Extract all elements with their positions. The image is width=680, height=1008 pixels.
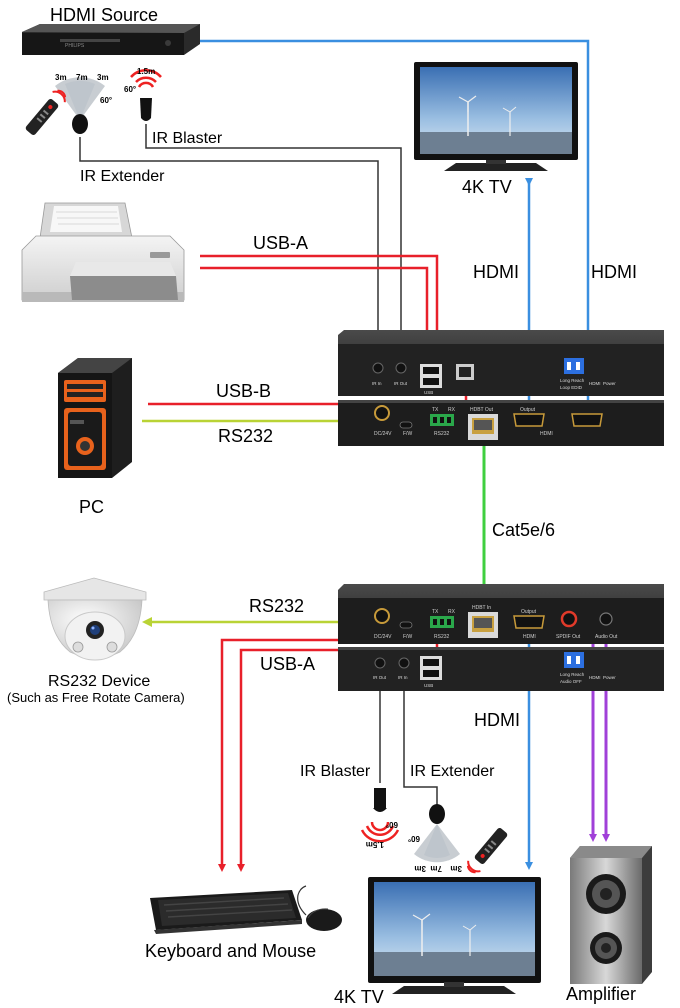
tx-port-loop-edid: Loop EDID [560,385,583,390]
hdmi-left-label: HDMI [473,262,519,282]
tx-port-tx: TX [432,407,439,413]
rx-port-usb: USB [424,683,433,688]
ir-blaster-top-label: IR Blaster [152,130,223,147]
tx-port-output: Output [520,407,536,413]
ir-extender-range-center: 7m [76,73,88,82]
rx-port-output: Output [521,609,537,615]
pc-label: PC [79,497,104,517]
ir-extender-angle: 60° [100,96,112,105]
svg-text:60°: 60° [408,834,420,843]
rs232-device-label: RS232 Device [48,673,150,690]
remote-icon [25,89,67,135]
usb-a-top-label: USB-A [253,233,308,253]
usb-a-bottom-label: USB-A [260,654,315,674]
rx-port-dc24v: DC/24V [374,634,392,640]
ir-extender-top-label: IR Extender [80,168,165,185]
rx-port-ir-in: IR In [398,675,408,680]
ir-blaster-icon [130,68,162,121]
transmitter-unit: IR In IR Out USB Long Reach Loop EDID HD… [338,330,664,446]
tx-port-dc24v: DC/24V [374,431,392,437]
transmitter-top-panel: IR In IR Out USB Long Reach Loop EDID HD… [338,330,664,396]
ir-extender-bottom-icon: 3m 7m 3m 60° [408,804,462,873]
hdmi-source-cable [200,39,592,419]
rx-port-audio-out: Audio Out [595,634,618,640]
amplifier-label: Amplifier [566,984,636,1004]
dome-camera-icon [43,577,147,661]
ir-blaster-range: 1.5m [137,67,155,76]
tx-port-hdmi-bottom: HDMI [540,431,553,437]
rx-port-ir-out: IR Out [373,675,387,680]
rx-port-audio-off: Audio OFF [560,679,582,684]
mouse-icon [297,885,342,931]
rx-port-hdmi: HDMI [523,634,536,640]
tx-port-hdmi-top: HDMI [589,381,601,386]
usb-b-label: USB-B [216,381,271,401]
tx-port-fw: F/W [403,431,412,437]
svg-text:PHILIPS: PHILIPS [65,43,85,49]
tv-bottom-icon [368,877,541,994]
keyboard-mouse-label: Keyboard and Mouse [145,941,316,961]
hdmi-right-label: HDMI [591,262,637,282]
rx-port-hdmi-bottom: HDMI [589,675,601,680]
svg-text:7m: 7m [430,864,442,873]
transmitter-bottom-panel: DC/24V F/W TX RX RS232 HDBT Out Output H… [338,400,664,446]
rx-port-rs232: RS232 [434,634,450,640]
tx-port-power: Power [603,381,616,386]
svg-text:60°: 60° [386,820,398,829]
keyboard-icon [150,890,302,934]
rx-port-rx: RX [448,609,456,615]
tv-top-label: 4K TV [462,177,512,197]
ir-extender-bottom-label: IR Extender [410,763,495,780]
tv-bottom-label: 4K TV [334,987,384,1007]
tx-port-rs232: RS232 [434,431,450,437]
svg-text:3m: 3m [414,864,426,873]
speaker-icon [570,846,652,984]
rx-port-fw: F/W [403,634,412,640]
rx-port-long-reach: Long Reach [560,672,585,677]
tx-port-ir-in: IR In [372,381,382,386]
rs232-device-note: (Such as Free Rotate Camera) [7,690,185,705]
tx-port-ir-out: IR Out [394,381,408,386]
tx-port-long-reach: Long Reach [560,378,585,383]
ir-blaster-bottom-icon: 1.5m 60° [360,788,400,849]
receiver-top-panel: DC/24V F/W TX RX RS232 HDBT In Output HD… [338,584,664,644]
printer-icon [21,202,185,302]
rx-port-tx: TX [432,609,439,615]
ir-extender-range-left: 3m [55,73,67,82]
rs232-top-label: RS232 [218,426,273,446]
remote-bottom-icon [466,828,508,874]
ir-blaster-angle: 60° [124,85,136,94]
tv-icon [414,62,578,171]
cat-label: Cat5e/6 [492,520,555,540]
rx-port-hdbt-in: HDBT In [472,605,491,611]
tx-port-usb: USB [424,390,433,395]
pc-tower-icon [58,358,132,478]
tx-port-hdbt-out: HDBT Out [470,407,494,413]
receiver-bottom-panel: IR Out IR In USB Long Reach Audio OFF HD… [338,647,664,691]
rs232-bottom-label: RS232 [249,596,304,616]
rx-port-spdif-out: SPDIF Out [556,634,581,640]
ir-blaster-bottom-label: IR Blaster [300,763,371,780]
hdmi-bottom-label: HDMI [474,710,520,730]
svg-text:1.5m: 1.5m [366,840,384,849]
ir-extender-icon [55,77,105,134]
hdmi-source-label: HDMI Source [50,5,158,25]
ir-extender-range-right: 3m [97,73,109,82]
receiver-unit: DC/24V F/W TX RX RS232 HDBT In Output HD… [338,584,664,691]
dvd-player-icon: PHILIPS [22,24,200,55]
tx-port-rx: RX [448,407,456,413]
svg-text:3m: 3m [450,864,462,873]
rx-port-power: Power [603,675,616,680]
